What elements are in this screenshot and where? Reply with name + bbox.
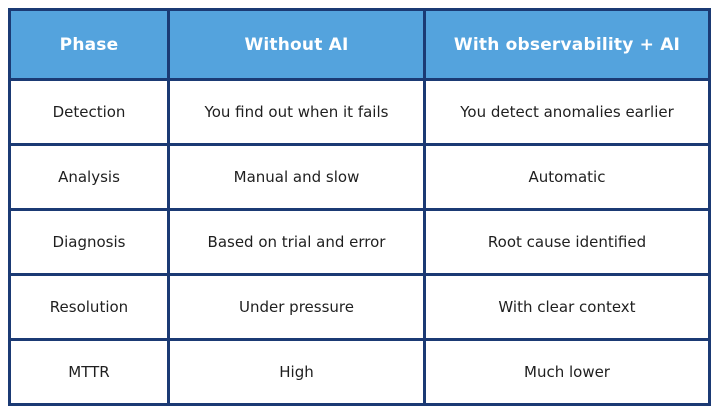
cell-without-ai: Manual and slow [167, 143, 426, 211]
table-row: Analysis Manual and slow Automatic [8, 143, 711, 211]
comparison-table: Phase Without AI With observability + AI… [8, 8, 711, 406]
table-row: Resolution Under pressure With clear con… [8, 273, 711, 341]
header-cell-phase: Phase [8, 8, 170, 81]
header-cell-with-observability-ai: With observability + AI [423, 8, 711, 81]
cell-with-ai: You detect anomalies earlier [423, 78, 711, 146]
cell-phase: Resolution [8, 273, 170, 341]
cell-with-ai: Root cause identified [423, 208, 711, 276]
cell-without-ai: Based on trial and error [167, 208, 426, 276]
cell-with-ai: With clear context [423, 273, 711, 341]
cell-phase: Detection [8, 78, 170, 146]
cell-without-ai: High [167, 338, 426, 406]
cell-with-ai: Much lower [423, 338, 711, 406]
cell-phase: MTTR [8, 338, 170, 406]
header-cell-without-ai: Without AI [167, 8, 426, 81]
cell-phase: Diagnosis [8, 208, 170, 276]
table-row: Detection You find out when it fails You… [8, 78, 711, 146]
table-row: MTTR High Much lower [8, 338, 711, 406]
cell-without-ai: Under pressure [167, 273, 426, 341]
cell-without-ai: You find out when it fails [167, 78, 426, 146]
header-row: Phase Without AI With observability + AI [8, 8, 711, 81]
table-row: Diagnosis Based on trial and error Root … [8, 208, 711, 276]
cell-phase: Analysis [8, 143, 170, 211]
cell-with-ai: Automatic [423, 143, 711, 211]
